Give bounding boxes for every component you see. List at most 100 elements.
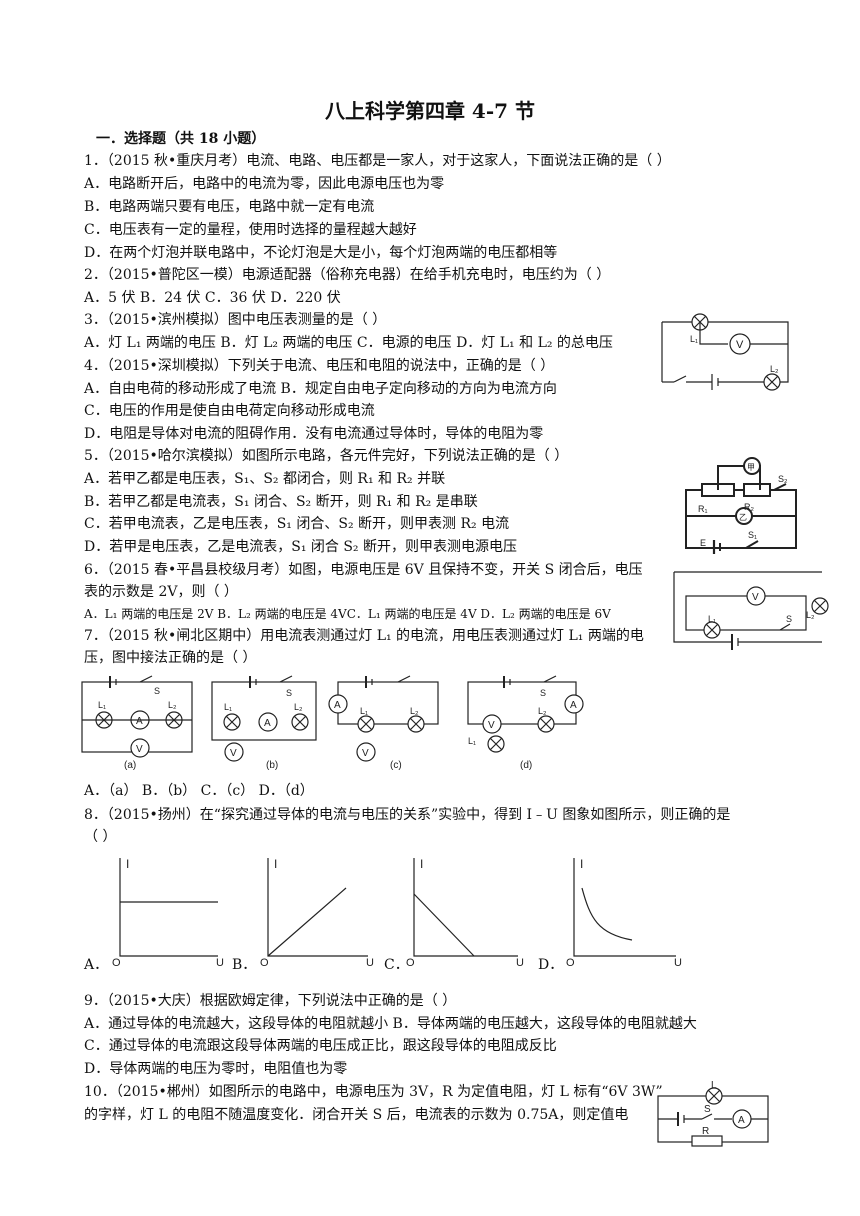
q6-l1-label: L₁ xyxy=(708,614,716,624)
q6-stem-cont: 表的示数是 2V，则（ ） xyxy=(84,584,238,600)
q7b-l1-label: L₁ xyxy=(224,702,232,712)
q1-option-d: D．在两个灯泡并联电路中，不论灯泡是大是小，每个灯泡两端的电压都相等 xyxy=(84,245,558,261)
q7d-caption: (d) xyxy=(520,760,532,771)
q5-option-d: D．若甲是电压表，乙是电流表，S₁ 闭合 S₂ 断开，则甲表测电源电压 xyxy=(84,539,517,555)
q5-r1-label: R₁ xyxy=(698,504,708,514)
q3-stem: 3．（2015•滨州模拟）图中电压表测量的是（ ） xyxy=(84,312,387,328)
q7c-voltmeter-label: V xyxy=(362,748,369,759)
q7c-ammeter-label: A xyxy=(334,700,341,711)
q7d-l2-label: L₂ xyxy=(538,706,547,716)
q7b-caption: (b) xyxy=(266,760,278,771)
q7d-voltmeter-label: V xyxy=(488,720,495,731)
q5-option-c: C．若甲电流表，乙是电压表，S₁ 闭合、S₂ 断开，则甲表测 R₂ 电流 xyxy=(84,516,510,532)
q7a-ammeter-label: A xyxy=(136,716,143,727)
q6-circuit-diagram: V L₁ L₂ S xyxy=(673,571,829,650)
q8c-axis-y: I xyxy=(420,857,423,871)
q5-r2-label: R₂ xyxy=(744,502,754,512)
q6-options: A．L₁ 两端的电压是 2V B．L₂ 两端的电压是 4VC．L₁ 两端的电压是… xyxy=(84,607,611,621)
q5-yi-label: 乙 xyxy=(739,513,747,522)
q10-r-label: R xyxy=(702,1126,709,1137)
q8a-axis-y: I xyxy=(126,857,129,871)
q8-graph-d: I O U xyxy=(566,857,682,969)
q5-circuit-diagram: 甲 乙 R₁ R₂ S₂ S₁ E xyxy=(685,457,797,554)
q9-option-c: C．通过导体的电流跟这段导体两端的电压成正比，跟这段导体的电阻成反比 xyxy=(84,1038,557,1054)
q8-option-b-label: B． xyxy=(232,957,257,973)
q8c-origin: O xyxy=(406,957,415,969)
q8a-axis-x: U xyxy=(216,957,224,969)
q1-stem: 1．（2015 秋•重庆月考）电流、电路、电压都是一家人，对于这家人，下面说法正… xyxy=(84,153,671,169)
q8d-origin: O xyxy=(566,957,575,969)
q8-graph-a: I O U xyxy=(112,857,224,969)
q5-stem: 5．（2015•哈尔滨模拟）如图所示电路，各元件完好，下列说法正确的是（ ） xyxy=(84,448,569,464)
q8d-axis-x: U xyxy=(674,957,682,969)
q10-circuit-diagram: L S A R xyxy=(657,1080,769,1147)
q5-s1-label: S₁ xyxy=(748,530,757,540)
q3-circuit-diagram: L₁ V L₂ xyxy=(661,313,789,391)
q7a-s-label: S xyxy=(154,686,160,696)
q5-option-b: B．若甲乙都是电流表，S₁ 闭合、S₂ 断开，则 R₁ 和 R₂ 是串联 xyxy=(84,494,478,510)
q7-stem: 7．（2015 秋•闸北区期中）用电流表测通过灯 L₁ 的电流，用电压表测通过灯… xyxy=(84,628,644,644)
q2-stem: 2．（2015•普陀区一模）电源适配器（俗称充电器）在给手机充电时，电压约为（ … xyxy=(84,267,611,283)
q10-stem: 10．（2015•郴州）如图所示的电路中，电源电压为 3V，R 为定值电阻，灯 … xyxy=(84,1084,663,1100)
q7d-l1-label: L₁ xyxy=(468,736,476,746)
q5-e-label: E xyxy=(700,538,706,548)
q8b-axis-y: I xyxy=(274,857,277,871)
q7-stem-cont: 压，图中接法正确的是（ ） xyxy=(84,650,257,666)
q7-circuit-b: A V L₁ L₂ S (b) xyxy=(211,675,317,771)
q4-stem: 4．（2015•深圳模拟）下列关于电流、电压和电阻的说法中，正确的是（ ） xyxy=(84,358,555,374)
q8-option-c-label: C． xyxy=(384,957,409,973)
q7-circuit-c: A V L₁ L₂ (c) xyxy=(328,675,439,771)
q10-s-label: S xyxy=(704,1104,711,1115)
q4-option-ab: A．自由电荷的移动形成了电流 B．规定自由电子定向移动的方向为电流方向 xyxy=(84,381,557,397)
q8-option-d-label: D． xyxy=(538,957,564,973)
q8a-origin: O xyxy=(112,957,121,969)
q3-l1-label: L₁ xyxy=(690,334,698,344)
q7-circuit-d: A V L₁ L₂ S (d) xyxy=(467,675,584,771)
q2-options: A．5 伏 B．24 伏 C．36 伏 D．220 伏 xyxy=(84,290,341,306)
q7c-caption: (c) xyxy=(390,760,402,771)
q5-option-a: A．若甲乙都是电压表，S₁、S₂ 都闭合，则 R₁ 和 R₂ 并联 xyxy=(84,471,446,487)
q7c-l1-label: L₁ xyxy=(360,706,368,716)
q8-stem-cont: （ ） xyxy=(84,829,117,845)
q10-l-label: L xyxy=(711,1080,717,1091)
q8-graph-b: I O U xyxy=(260,857,374,969)
q3-voltmeter-label: V xyxy=(736,339,744,351)
q9-option-ab: A．通过导体的电流越大，这段导体的电阻就越小 B．导体两端的电压越大，这段导体的… xyxy=(84,1016,697,1032)
q8-graph-c: I O U xyxy=(406,857,524,969)
q7a-caption: (a) xyxy=(124,760,136,771)
q1-option-c: C．电压表有一定的量程，使用时选择的量程越大越好 xyxy=(84,222,417,238)
q8d-axis-y: I xyxy=(580,857,583,871)
page-title: 八上科学第四章 4-7 节 xyxy=(324,99,536,123)
q6-switch-label: S xyxy=(786,614,792,624)
q9-stem: 9．（2015•大庆）根据欧姆定律，下列说法中正确的是（ ） xyxy=(84,993,457,1009)
q5-jia-label: 甲 xyxy=(747,463,755,472)
q8-option-a-label: A． xyxy=(84,957,109,973)
q3-l2-label: L₂ xyxy=(770,364,779,374)
q7-circuit-a: A V L₁ L₂ S (a) xyxy=(81,675,193,771)
q7-options: A．（a） B．（b） C．（c） D．（d） xyxy=(84,783,314,799)
q1-option-a: A．电路断开后，电路中的电流为零，因此电源电压也为零 xyxy=(84,176,445,192)
q7a-voltmeter-label: V xyxy=(136,744,143,755)
q7d-ammeter-label: A xyxy=(570,700,577,711)
q6-voltmeter-label: V xyxy=(752,592,759,603)
q8b-origin: O xyxy=(260,957,269,969)
q8c-axis-x: U xyxy=(516,957,524,969)
q10-stem-cont: 的字样，灯 L 的电阻不随温度变化．闭合开关 S 后，电流表的示数为 0.75A… xyxy=(84,1107,629,1123)
q1-option-b: B．电路两端只要有电压，电路中就一定有电流 xyxy=(84,199,375,215)
q3-options: A．灯 L₁ 两端的电压 B．灯 L₂ 两端的电压 C．电源的电压 D．灯 L₁… xyxy=(84,335,613,351)
q7a-l2-label: L₂ xyxy=(168,700,177,710)
q4-option-d: D．电阻是导体对电流的阻碍作用．没有电流通过导体时，导体的电阻为零 xyxy=(84,426,544,442)
q8-stem: 8．（2015•扬州）在“探究通过导体的电流与电压的关系”实验中，得到 I﹣U … xyxy=(84,807,731,823)
q7b-ammeter-label: A xyxy=(264,718,271,729)
q10-ammeter-label: A xyxy=(738,1115,745,1126)
q6-stem: 6．（2015 春•平昌县校级月考）如图，电源电压是 6V 且保持不变，开关 S… xyxy=(84,562,643,578)
q7b-l2-label: L₂ xyxy=(294,702,303,712)
q7c-l2-label: L₂ xyxy=(410,706,419,716)
q6-l2-label: L₂ xyxy=(806,610,815,620)
q4-option-c: C．电压的作用是使自由电荷定向移动形成电流 xyxy=(84,403,375,419)
q7b-s-label: S xyxy=(286,688,292,698)
q7b-voltmeter-label: V xyxy=(230,748,237,759)
q7d-s-label: S xyxy=(540,688,546,698)
q8b-axis-x: U xyxy=(366,957,374,969)
q7a-l1-label: L₁ xyxy=(98,700,106,710)
